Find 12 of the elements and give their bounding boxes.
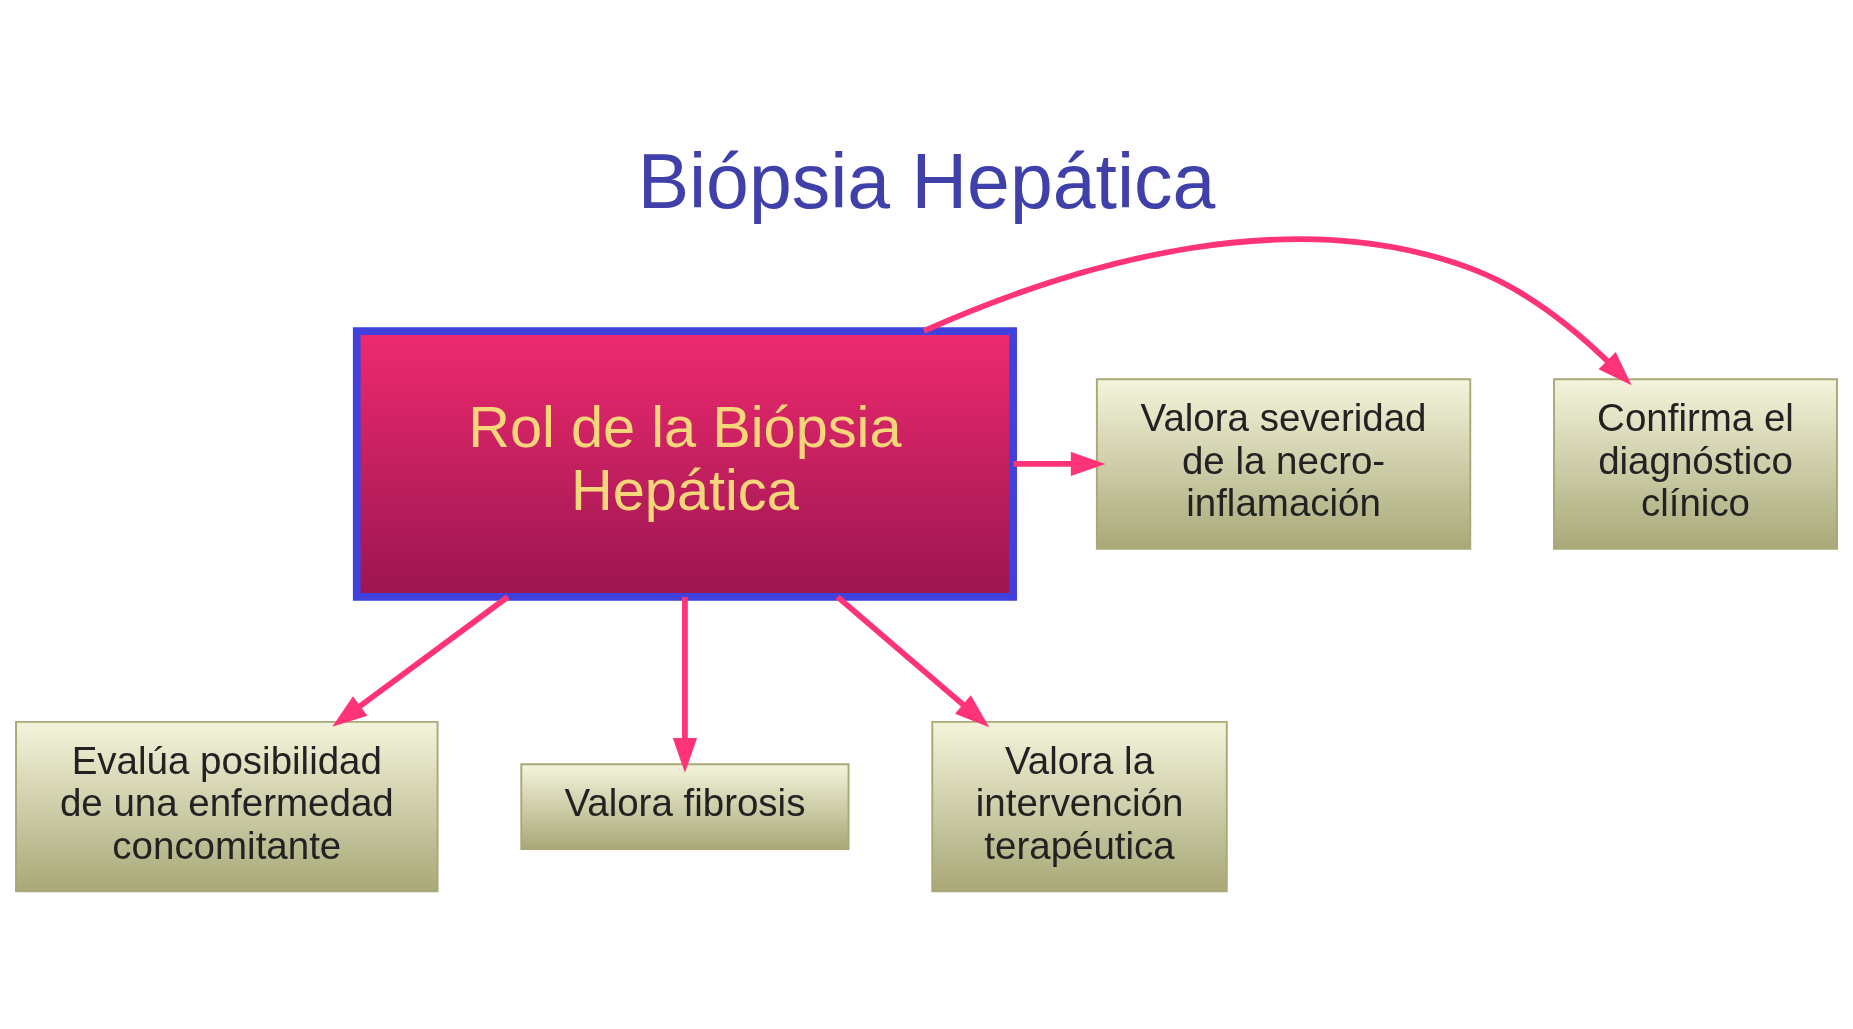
- diagram-title: Biópsia Hepática: [637, 137, 1216, 224]
- node-box: Confirma el diagnóstico clínico: [1553, 377, 1838, 550]
- arrow: [922, 236, 1632, 385]
- node-box: Valora fibrosis: [520, 762, 850, 850]
- node-box: Valora la intervención terapéutica: [931, 720, 1228, 892]
- arrow: [332, 594, 510, 727]
- arrow: [1013, 451, 1106, 476]
- node-box: Valora severidad de la necro-inflamación: [1095, 377, 1472, 550]
- node-box: Evalúa posibilidad de una enfermedad concomitante: [15, 720, 439, 892]
- node-box: Rol de la Biópsia Hepática: [352, 326, 1017, 601]
- arrow: [835, 594, 990, 727]
- arrow: [672, 596, 698, 773]
